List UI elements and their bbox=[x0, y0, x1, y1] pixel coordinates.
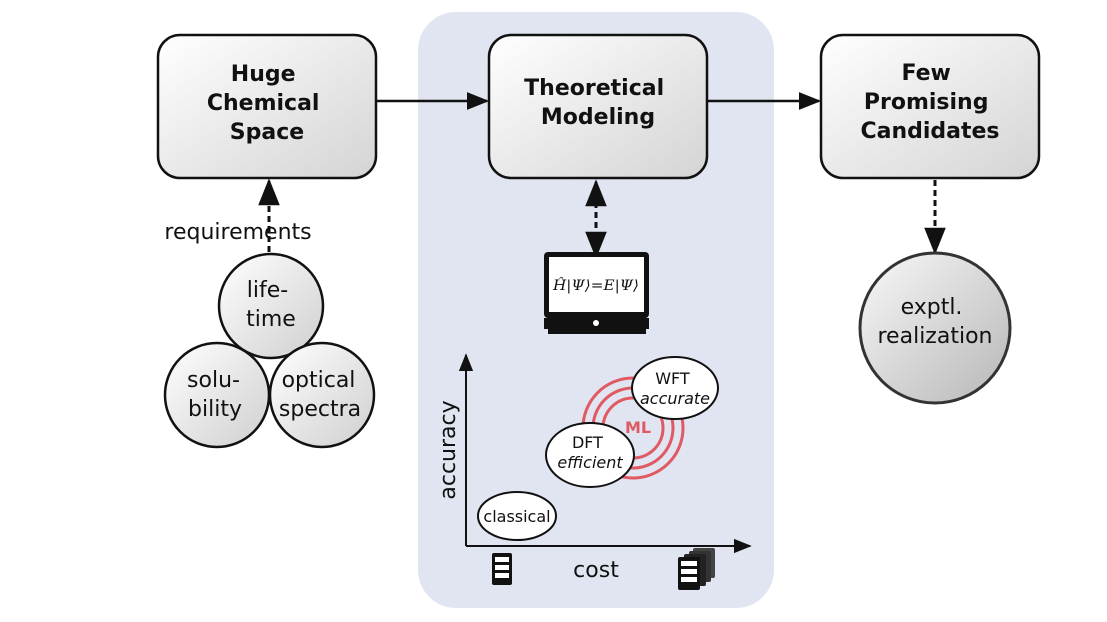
chemical-space-box: Huge Chemical Space bbox=[156, 33, 378, 180]
computer-monitor-icon: Ĥ|Ψ⟩=E|Ψ⟩ bbox=[544, 252, 649, 334]
optical-line-2: spectra bbox=[279, 397, 361, 422]
accuracy-cost-plot: accuracy cost classical DFT efficient WF… bbox=[436, 353, 752, 590]
requirement-solubility: solu- bility bbox=[163, 341, 271, 449]
svg-text:DFT efficient: DFT efficient bbox=[557, 433, 623, 472]
svg-text:Huge Chemical Spac: Huge Chemical Space bbox=[207, 62, 327, 145]
modeling-line-1: Theoretical bbox=[524, 76, 664, 101]
method-dft: DFT efficient bbox=[545, 422, 635, 488]
dft-label: DFT bbox=[572, 433, 603, 452]
modeling-box: Theoretical Modeling bbox=[487, 33, 709, 180]
lifetime-line-2: time bbox=[246, 307, 296, 332]
svg-text:optical spectra: optical spectra bbox=[279, 368, 363, 422]
modeling-line-2: Modeling bbox=[541, 105, 655, 130]
optical-line-1: optical bbox=[282, 368, 356, 393]
experimental-line-1: exptl. bbox=[901, 295, 963, 320]
method-wft: WFT accurate bbox=[631, 356, 719, 420]
single-server-icon bbox=[492, 553, 512, 585]
server-cluster-icon bbox=[678, 548, 715, 590]
candidates-box: Few Promising Candidates bbox=[819, 33, 1041, 180]
solubility-line-1: solu- bbox=[187, 368, 240, 393]
plot-xlabel: cost bbox=[573, 558, 619, 583]
svg-text:solu- bility: solu- bility bbox=[187, 368, 247, 422]
experimental-line-2: realization bbox=[878, 324, 993, 349]
candidates-line-1: Few bbox=[901, 61, 950, 86]
classical-label: classical bbox=[483, 507, 550, 526]
wft-label: WFT bbox=[655, 369, 690, 388]
solubility-line-2: bility bbox=[188, 397, 242, 422]
monitor-equation: Ĥ|Ψ⟩=E|Ψ⟩ bbox=[552, 276, 639, 294]
chemical-space-line-2: Chemical bbox=[207, 91, 320, 116]
wft-sublabel: accurate bbox=[640, 389, 710, 408]
method-classical: classical bbox=[477, 491, 557, 541]
svg-text:WFT accurate: WFT accurate bbox=[640, 369, 710, 408]
svg-text:life- time: life- time bbox=[246, 278, 296, 332]
candidates-line-3: Candidates bbox=[860, 119, 999, 144]
lifetime-line-1: life- bbox=[247, 278, 288, 303]
svg-text:Theoretical Modeling: Theoretical Modeling bbox=[524, 76, 672, 130]
plot-ylabel: accuracy bbox=[436, 400, 461, 499]
chemical-space-line-1: Huge bbox=[231, 62, 296, 87]
experimental-realization: exptl. realization bbox=[858, 251, 1012, 405]
requirement-lifetime: life- time bbox=[217, 252, 325, 360]
candidates-line-2: Promising bbox=[864, 90, 989, 115]
ml-label: ML bbox=[625, 418, 651, 437]
requirements-label: requirements bbox=[164, 220, 311, 245]
svg-text:exptl. realization: exptl. realization bbox=[878, 295, 993, 349]
chemical-space-line-3: Space bbox=[230, 120, 304, 145]
requirement-optical: optical spectra bbox=[268, 341, 376, 449]
dft-sublabel: efficient bbox=[557, 453, 623, 472]
svg-text:Few Promising Cand: Few Promising Candidates bbox=[860, 61, 999, 144]
